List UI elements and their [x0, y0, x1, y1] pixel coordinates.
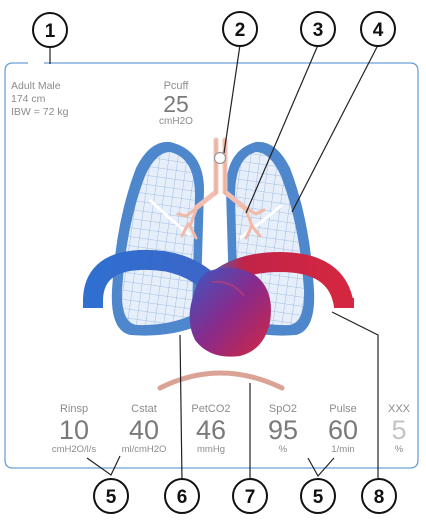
callout-5-left: 5	[93, 478, 129, 514]
display-frame	[4, 62, 419, 469]
param-value: 40	[128, 415, 160, 445]
param-unit: ml/cmH2O	[121, 444, 167, 455]
pcuff-value: 25	[163, 91, 189, 117]
param-value: 5	[391, 415, 407, 445]
svg-text:7: 7	[245, 487, 256, 508]
patient-ibw: IBW = 72 kg	[11, 106, 69, 118]
svg-text:4: 4	[373, 20, 384, 41]
callouts: 1 2 3 4 5 6 7 5 8	[32, 11, 397, 514]
pcuff-readout: Pcuff 25 cmH2O	[146, 80, 206, 128]
svg-text:5: 5	[106, 487, 117, 508]
svg-text:8: 8	[374, 487, 385, 508]
param-label: Cstat	[131, 403, 157, 415]
callout-1: 1	[32, 12, 68, 48]
param-unit: cmH2O/l/s	[51, 444, 97, 455]
param-value: 60	[327, 415, 359, 445]
svg-text:2: 2	[235, 20, 246, 41]
param-label: SpO2	[268, 403, 298, 415]
param-label: PetCO2	[191, 403, 231, 415]
param-unit: mmHg	[197, 444, 225, 455]
svg-text:1: 1	[45, 21, 56, 42]
param-label: Pulse	[329, 403, 357, 415]
svg-text:6: 6	[177, 487, 188, 508]
param-unit: %	[394, 444, 404, 455]
param-value: 95	[267, 415, 299, 445]
callout-8: 8	[361, 478, 397, 514]
callout-7: 7	[232, 478, 268, 514]
callout-lines	[49, 44, 379, 481]
param-pulse: Pulse 60 1/min	[304, 403, 382, 455]
param-unit: %	[278, 444, 288, 455]
callout-5-right: 5	[300, 478, 336, 514]
param-label: Rinsp	[59, 403, 89, 415]
param-unit: 1/min	[331, 444, 355, 455]
patient-height: 174 cm	[11, 93, 46, 105]
callout-2: 2	[222, 11, 258, 47]
param-value: 46	[195, 415, 227, 445]
cuff-icon	[213, 151, 227, 165]
param-spo2: SpO2 95 %	[244, 403, 322, 455]
callout-3: 3	[300, 11, 336, 47]
param-rinsp: Rinsp 10 cmH2O/l/s	[35, 403, 113, 455]
param-petco2: PetCO2 46 mmHg	[172, 403, 250, 455]
diaphragm	[157, 370, 285, 391]
svg-text:5: 5	[313, 487, 324, 508]
callout-4: 4	[360, 11, 396, 47]
svg-text:3: 3	[313, 20, 324, 41]
param-cstat: Cstat 40 ml/cmH2O	[105, 403, 183, 455]
pcuff-unit: cmH2O	[159, 116, 193, 127]
callout-6: 6	[164, 478, 200, 514]
airway	[176, 137, 266, 240]
param-label: XXX	[387, 403, 410, 415]
patient-type: Adult Male	[11, 80, 61, 92]
heart	[189, 267, 271, 357]
param-value: 10	[58, 415, 90, 445]
pcuff-label: Pcuff	[163, 80, 189, 92]
param-xxx: XXX 5 %	[372, 403, 426, 455]
left-lung	[111, 141, 204, 336]
patient-info: Adult Male 174 cm IBW = 72 kg	[11, 80, 68, 119]
